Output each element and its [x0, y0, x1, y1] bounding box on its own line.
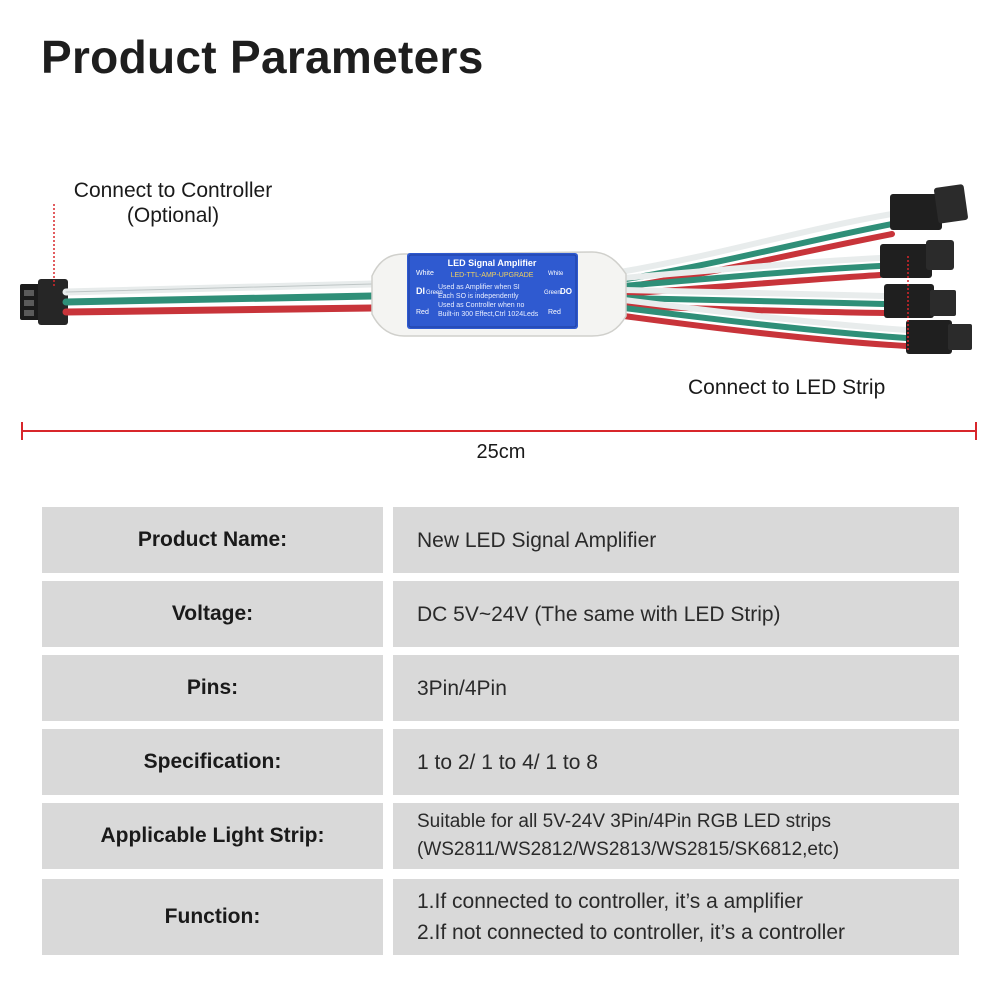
module-title: LED Signal Amplifier [448, 258, 537, 268]
spec-value-line: Suitable for all 5V-24V 3Pin/4Pin RGB LE… [417, 811, 831, 832]
spec-key: Function: [42, 879, 383, 955]
spec-value: 1 to 2/ 1 to 4/ 1 to 8 [393, 729, 959, 795]
spec-value-line: 1 to 2/ 1 to 4/ 1 to 8 [417, 750, 598, 774]
spec-key: Applicable Light Strip: [42, 803, 383, 869]
output-wires [617, 211, 909, 349]
spec-value: New LED Signal Amplifier [393, 507, 959, 573]
spec-key: Product Name: [42, 507, 383, 573]
dimension-line [21, 422, 977, 440]
spec-value-line: 3Pin/4Pin [417, 676, 507, 700]
spec-value: Suitable for all 5V-24V 3Pin/4Pin RGB LE… [393, 803, 959, 869]
module-line-3: Used as Controller when no [438, 302, 524, 309]
input-wires [62, 280, 376, 316]
spec-value-line: (WS2811/WS2812/WS2813/WS2815/SK6812,etc) [417, 839, 840, 860]
length-label: 25cm [476, 441, 526, 463]
module-line-4: Built-in 300 Effect,Ctrl 1024Leds [438, 311, 539, 318]
spec-value-line: New LED Signal Amplifier [417, 528, 657, 552]
pin-red-left: Red [416, 309, 429, 316]
led-strip-label: Connect to LED Strip [688, 376, 886, 399]
spec-row-applicable-light-strip: Applicable Light Strip: Suitable for all… [42, 803, 959, 869]
module-line-1: Used as Amplifier when SI [438, 284, 520, 291]
spec-row-function: Function: 1.If connected to controller, … [42, 879, 959, 955]
spec-value: 3Pin/4Pin [393, 655, 959, 721]
page-title: Product Parameters [41, 31, 484, 83]
controller-label: Connect to Controller (Optional) [53, 178, 293, 228]
pin-white-left: White [416, 270, 434, 277]
controller-label-line2: (Optional) [126, 204, 220, 227]
pin-di: DI [416, 286, 425, 296]
product-illustration: LED Signal Amplifier LED-TTL-AMP-UPGRADE… [20, 184, 977, 440]
spec-value-line: 1.If connected to controller, it’s a amp… [417, 890, 803, 913]
spec-value: 1.If connected to controller, it’s a amp… [393, 879, 959, 955]
input-connector [20, 279, 68, 325]
spec-value-line: DC 5V~24V (The same with LED Strip) [417, 602, 781, 626]
spec-key: Specification: [42, 729, 383, 795]
output-connectors [880, 184, 972, 354]
pin-do: DO [560, 287, 572, 296]
spec-key: Pins: [42, 655, 383, 721]
spec-row-voltage: Voltage: DC 5V~24V (The same with LED St… [42, 581, 959, 647]
spec-key: Voltage: [42, 581, 383, 647]
pin-red-right: Red [548, 309, 561, 316]
module-subtitle: LED-TTL-AMP-UPGRADE [451, 272, 534, 279]
pin-green-right: Green [544, 290, 561, 296]
controller-label-line1: Connect to Controller [73, 179, 273, 202]
pin-white-right: White [548, 271, 564, 277]
amplifier-module: LED Signal Amplifier LED-TTL-AMP-UPGRADE… [371, 251, 627, 337]
spec-row-product-name: Product Name: New LED Signal Amplifier [42, 507, 959, 573]
spec-value-line: 2.If not connected to controller, it’s a… [417, 921, 846, 944]
spec-row-specification: Specification: 1 to 2/ 1 to 4/ 1 to 8 [42, 729, 959, 795]
spec-value: DC 5V~24V (The same with LED Strip) [393, 581, 959, 647]
module-line-2: Each SO is independently [438, 293, 519, 300]
spec-row-pins: Pins: 3Pin/4Pin [42, 655, 959, 721]
pin-green-left: Green [426, 290, 443, 296]
marker-lines [53, 204, 909, 352]
